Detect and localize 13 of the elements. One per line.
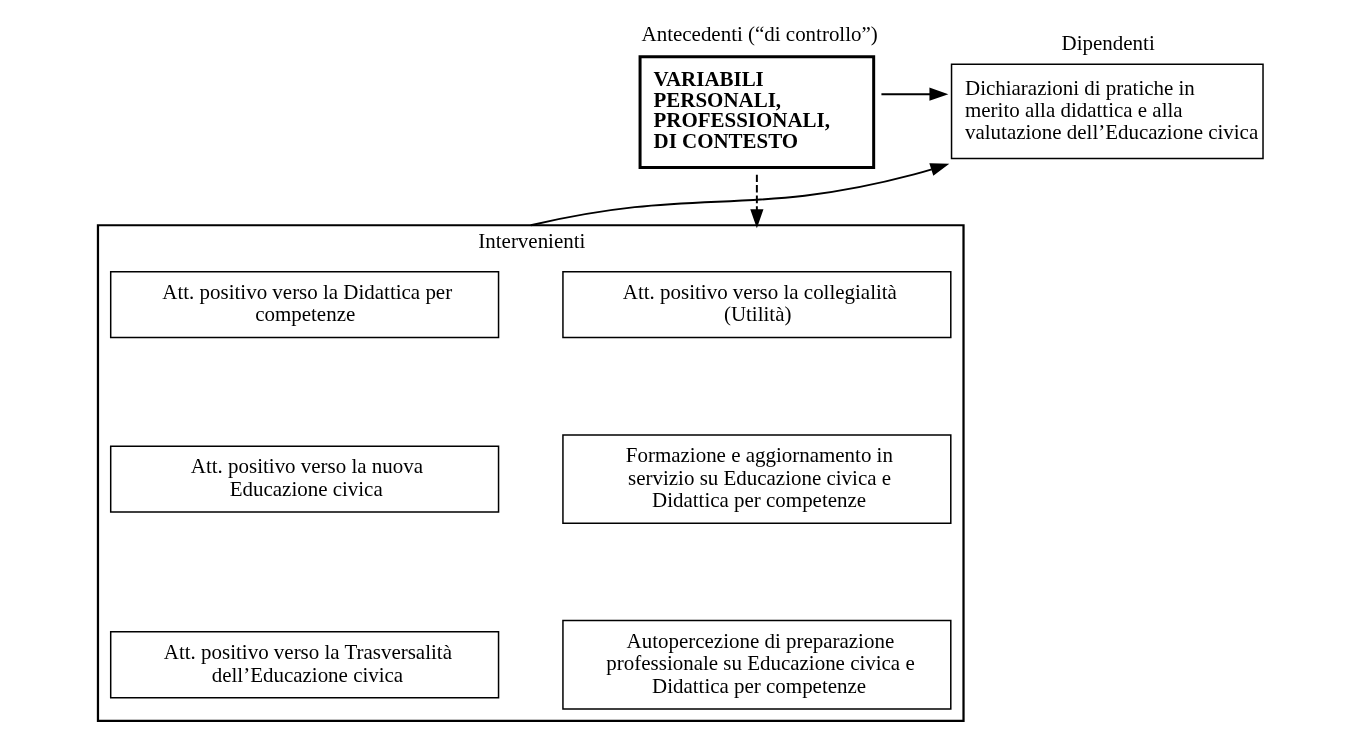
node-box: Dichiarazioni di pratiche in merito alla didattica e alla valutazione dell’Educazione civica (950, 63, 1264, 160)
node-box: Autopercezione di preparazione professionale su Educazione civica e Didattica per competenze (561, 619, 952, 710)
node-box: VARIABILI PERSONALI, PROFESSIONALI, DI CONTESTO (638, 55, 875, 170)
node-label: Antecedenti (“di controllo”) (641, 21, 878, 46)
arrow (749, 173, 763, 229)
node-box: Att. positivo verso la Didattica per competenze (109, 270, 499, 339)
node-box: Att. positivo verso la Trasversalità dell’Educazione civica (109, 631, 499, 699)
arrow (879, 87, 948, 101)
node-box: Att. positivo verso la nuova Educazione civica (109, 445, 499, 513)
node-box: Formazione e aggiornamento in servizio su Educazione civica e Didattica per competenze (561, 434, 952, 524)
node-label: Dipendenti (1061, 30, 1155, 55)
arrow (529, 163, 949, 227)
node-box: Att. positivo verso la collegialità (Utilità) (561, 270, 952, 339)
